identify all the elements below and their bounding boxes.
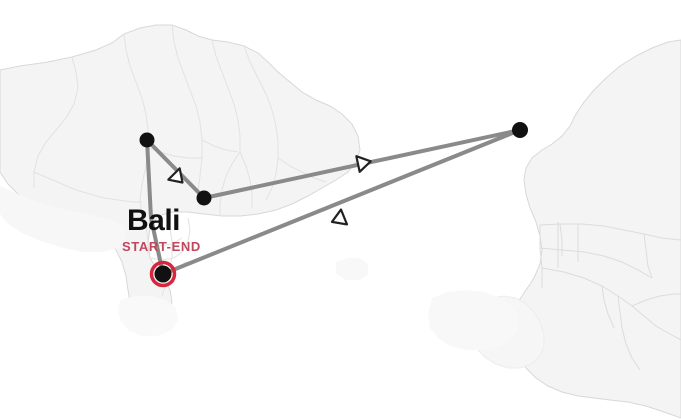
start-end-marker-core[interactable] (154, 265, 172, 283)
stop-marker-east[interactable] (512, 122, 528, 138)
stop-marker-north[interactable] (139, 132, 155, 148)
west-bali-faint (0, 186, 126, 252)
direction-arrow-group (167, 155, 372, 226)
stop-marker-central[interactable] (196, 190, 212, 206)
lombok-island-shape (509, 39, 681, 419)
direction-arrow-icon-north-to-central (167, 167, 184, 184)
start-end-marker-ring[interactable] (149, 260, 177, 288)
route-north-to-central (145, 138, 206, 200)
direction-arrow-icon-central-to-east (355, 155, 372, 173)
route-start-to-north (145, 138, 165, 276)
marker-group[interactable] (139, 122, 529, 288)
bukit-peninsula-faint (118, 296, 178, 336)
nusa-penida-shape (428, 290, 518, 350)
nusa-lembongan-shape (336, 258, 368, 280)
direction-arrow-icon-east-to-start (330, 208, 349, 226)
lombok-admin-boundaries (539, 222, 681, 371)
route-east-to-start (161, 128, 522, 276)
